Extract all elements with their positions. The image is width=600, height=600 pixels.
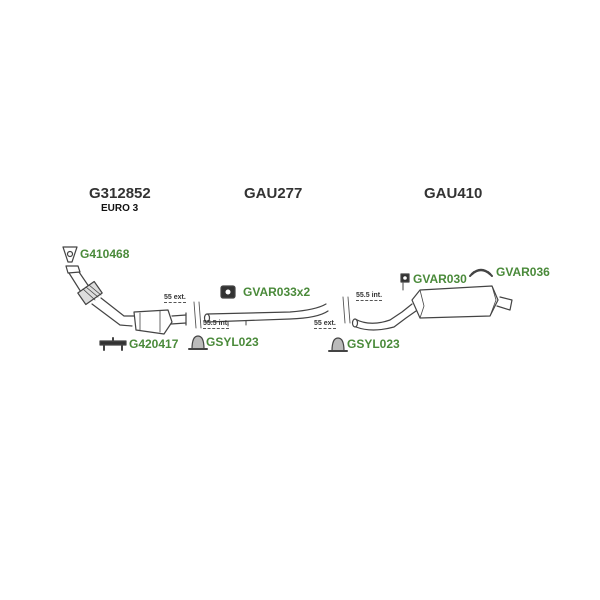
middle-pipe[interactable] bbox=[203, 303, 329, 327]
section-title-middle[interactable]: GAU277 bbox=[244, 185, 303, 202]
hanger-icon bbox=[220, 285, 236, 299]
part-link-mount[interactable]: G420417 bbox=[129, 337, 179, 351]
dimension-note: 55.5 int. bbox=[203, 320, 230, 329]
rear-silencer[interactable] bbox=[351, 285, 513, 331]
hanger-icon bbox=[400, 273, 410, 291]
part-link-hanger-middle[interactable]: GVAR033x2 bbox=[243, 285, 311, 299]
clamp-icon bbox=[328, 337, 348, 352]
emission-standard: EURO 3 bbox=[101, 203, 139, 214]
rubber-hanger-icon bbox=[469, 268, 493, 277]
part-link-gasket[interactable]: G410468 bbox=[80, 247, 130, 261]
part-link-hanger-rear[interactable]: GVAR030 bbox=[413, 272, 467, 286]
joint-markers bbox=[193, 296, 351, 329]
part-link-clamp-2[interactable]: GSYL023 bbox=[347, 337, 400, 351]
part-link-clamp-1[interactable]: GSYL023 bbox=[206, 335, 259, 349]
catalyst-pipe[interactable] bbox=[65, 265, 187, 335]
dimension-note: 55.5 int. bbox=[356, 292, 383, 301]
dimension-note: 55 ext. bbox=[314, 320, 336, 329]
section-title-rear[interactable]: GAU410 bbox=[424, 185, 483, 202]
clamp-icon bbox=[188, 335, 208, 350]
part-link-rubber-rear[interactable]: GVAR036 bbox=[496, 265, 550, 279]
section-title-catalyst[interactable]: G312852 bbox=[89, 185, 151, 202]
dimension-note: 55 ext. bbox=[164, 294, 186, 303]
mount-icon bbox=[99, 337, 127, 351]
gasket-icon bbox=[62, 246, 78, 263]
